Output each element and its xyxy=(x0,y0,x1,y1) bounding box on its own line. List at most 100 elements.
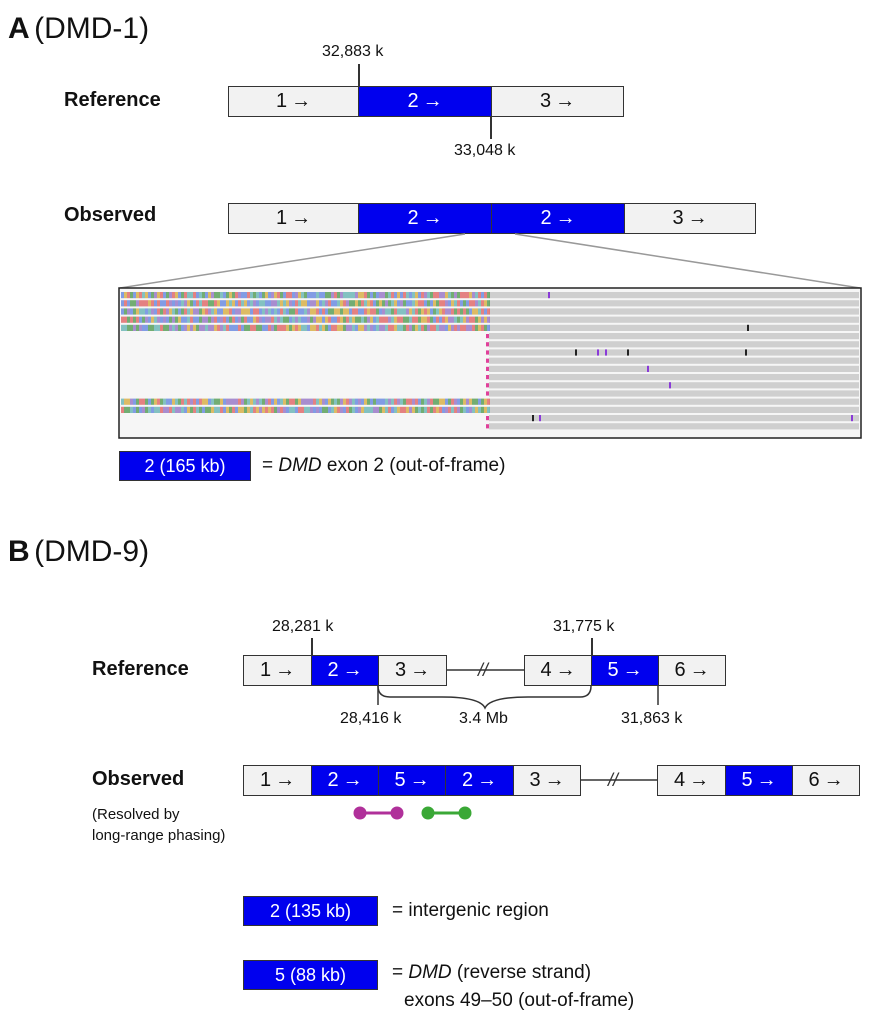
arrow-icon: → xyxy=(555,659,576,681)
obs-a-segment-3: 3→ xyxy=(624,203,756,234)
obs-b-segment-2b: 2→ xyxy=(445,765,514,796)
coord-28281-tick xyxy=(311,638,313,656)
arrow-icon: → xyxy=(689,769,710,791)
segment-number: 3 xyxy=(672,207,684,229)
read-aligned xyxy=(489,423,859,430)
segment-number: 2 xyxy=(540,207,552,229)
arrow-icon: → xyxy=(756,769,777,791)
obs-b-segment-6: 6→ xyxy=(792,765,860,796)
segment-number: 2 xyxy=(461,769,474,791)
read-aligned xyxy=(489,292,859,299)
read-aligned xyxy=(489,406,859,413)
arrow-icon: → xyxy=(291,90,312,112)
panel-a-letter: A xyxy=(8,12,30,45)
observed-note-line-1: (Resolved by xyxy=(92,806,180,823)
obs-b-segment-5b: 5→ xyxy=(725,765,793,796)
arrow-icon: → xyxy=(275,659,296,681)
gap-brace xyxy=(377,685,592,710)
coord-28281-label: 28,281 k xyxy=(272,618,334,635)
segment-number: 4 xyxy=(673,769,686,791)
segment-number: 2 xyxy=(327,769,339,791)
read-aligned xyxy=(489,357,859,364)
arrow-icon: → xyxy=(342,659,363,681)
obs-b-segment-5: 5→ xyxy=(378,765,446,796)
read-aligned xyxy=(489,382,859,389)
coord-start-tick xyxy=(358,64,360,86)
phasing-dot-purple-left xyxy=(353,806,367,820)
segment-number: 6 xyxy=(808,769,820,791)
segment-number: 5 xyxy=(394,769,406,791)
panel-a-heading: A (DMD-1) xyxy=(8,12,149,46)
observed-note-line-2: long-range phasing) xyxy=(92,827,226,844)
ref-b-segment-3: 3→ xyxy=(378,655,447,686)
segment-number: 1 xyxy=(259,659,272,681)
read-aligned xyxy=(489,300,859,307)
legend-a-box: 2 (165 kb) xyxy=(119,451,251,481)
arrow-icon: → xyxy=(291,207,312,229)
arrow-icon: → xyxy=(555,207,576,229)
arrow-icon: → xyxy=(477,769,498,791)
segment-number: 1 xyxy=(259,769,272,791)
coord-31775-tick xyxy=(591,638,593,656)
segment-number: 5 xyxy=(741,769,753,791)
obs-b-break-symbol: // xyxy=(606,770,620,790)
read-aligned xyxy=(489,390,859,397)
reference-label-a: Reference xyxy=(64,89,161,111)
coord-31863-label: 31,863 k xyxy=(621,710,683,727)
legend-b2-gene: DMD xyxy=(408,962,452,983)
legend-b2-line2: exons 49–50 (out-of-frame) xyxy=(404,990,635,1011)
arrow-icon: → xyxy=(823,769,844,791)
coord-31775-label: 31,775 k xyxy=(553,618,615,635)
read-aligned xyxy=(489,374,859,381)
read-pileup xyxy=(121,292,859,430)
read-aligned xyxy=(489,415,859,422)
gap-size-label: 3.4 Mb xyxy=(459,710,508,727)
coord-28416-label: 28,416 k xyxy=(340,710,402,727)
observed-label-a: Observed xyxy=(64,204,157,226)
read-aligned xyxy=(489,365,859,372)
panel-b-title: (DMD-9) xyxy=(34,535,150,568)
arrow-icon: → xyxy=(342,769,363,791)
legend-b2-desc: (reverse strand) xyxy=(451,962,592,983)
arrow-icon: → xyxy=(544,769,565,791)
legend-b2-box: 5 (88 kb) xyxy=(243,960,378,990)
obs-b-segment-2a: 2→ xyxy=(311,765,379,796)
arrow-icon: → xyxy=(422,90,443,112)
ref-b-segment-5: 5→ xyxy=(591,655,659,686)
ref-a-segment-2: 2→ xyxy=(358,86,492,117)
segment-number: 2 xyxy=(407,90,419,112)
ref-b-segment-4: 4→ xyxy=(524,655,592,686)
phasing-dot-purple-right xyxy=(390,806,404,820)
ref-b-break-symbol: // xyxy=(476,660,490,680)
read-aligned xyxy=(489,398,859,405)
panel-b-letter: B xyxy=(8,535,30,568)
legend-b1-box: 2 (135 kb) xyxy=(243,896,378,926)
legend-a-text: = DMD exon 2 (out-of-frame) xyxy=(262,455,505,477)
read-aligned xyxy=(489,308,859,315)
zoom-line-left xyxy=(119,233,466,289)
panel-b-heading: B (DMD-9) xyxy=(8,535,149,569)
read-aligned xyxy=(489,316,859,323)
obs-b-segment-4: 4→ xyxy=(657,765,726,796)
obs-a-segment-2b: 2→ xyxy=(491,203,625,234)
segment-number: 3 xyxy=(394,659,407,681)
segment-number: 5 xyxy=(607,659,619,681)
segment-number: 3 xyxy=(529,769,541,791)
read-aligned xyxy=(489,349,859,356)
observed-note: (Resolved by long-range phasing) xyxy=(92,804,225,846)
legend-b2-text: = DMD (reverse strand) xyxy=(392,962,591,984)
arrow-icon: → xyxy=(422,207,443,229)
segment-number: 6 xyxy=(674,659,686,681)
segment-number: 2 xyxy=(407,207,419,229)
arrow-icon: → xyxy=(622,659,643,681)
read-aligned xyxy=(489,324,859,331)
arrow-icon: → xyxy=(409,769,430,791)
ref-b-segment-6: 6→ xyxy=(658,655,726,686)
ref-a-segment-1: 1→ xyxy=(228,86,359,117)
segment-number: 4 xyxy=(540,659,552,681)
coord-end-label: 33,048 k xyxy=(454,142,516,159)
zoom-line-right xyxy=(514,233,861,289)
panel-a-title: (DMD-1) xyxy=(34,12,150,45)
